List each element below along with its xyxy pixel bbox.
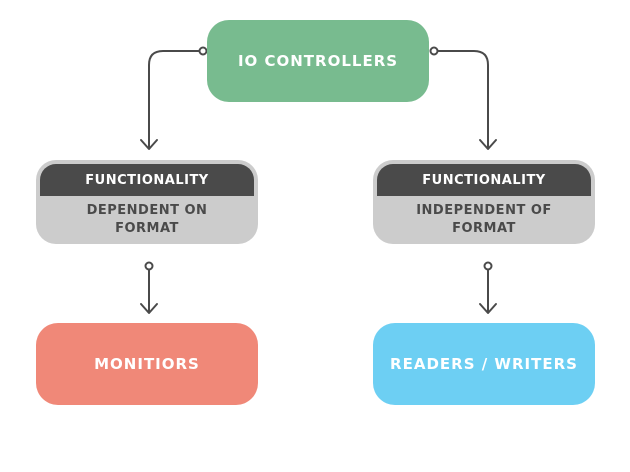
connector-dot-root-left [198, 46, 208, 56]
card-body-line1: INDEPENDENT OF [416, 203, 552, 218]
connector-dot-left-card [144, 261, 154, 271]
connector-dot-root-right [429, 46, 439, 56]
card-body: INDEPENDENT OF FORMAT [373, 202, 595, 238]
arrowhead-right-card [479, 139, 497, 150]
card-body-line1: DEPENDENT ON [86, 203, 208, 218]
card-body-line2: FORMAT [115, 221, 179, 236]
io-controllers-label: IO CONTROLLERS [237, 52, 399, 70]
arrowhead-left-leaf [140, 303, 158, 314]
readers-writers-node: READERS / WRITERS [373, 323, 595, 405]
arrowhead-right-leaf [479, 303, 497, 314]
connector-root-to-left [148, 50, 201, 149]
monitors-label: MONITIORS [94, 355, 200, 373]
card-header: FUNCTIONALITY [377, 164, 591, 196]
card-body: DEPENDENT ON FORMAT [36, 202, 258, 238]
card-header: FUNCTIONALITY [40, 164, 254, 196]
monitors-node: MONITIORS [36, 323, 258, 405]
readers-writers-label: READERS / WRITERS [390, 355, 578, 373]
functionality-independent-card: FUNCTIONALITY INDEPENDENT OF FORMAT [373, 160, 595, 244]
connector-dot-right-card [483, 261, 493, 271]
connector-root-to-right [436, 50, 489, 149]
arrowhead-left-card [140, 139, 158, 150]
card-body-line2: FORMAT [452, 221, 516, 236]
functionality-dependent-card: FUNCTIONALITY DEPENDENT ON FORMAT [36, 160, 258, 244]
io-controllers-node: IO CONTROLLERS [207, 20, 429, 102]
